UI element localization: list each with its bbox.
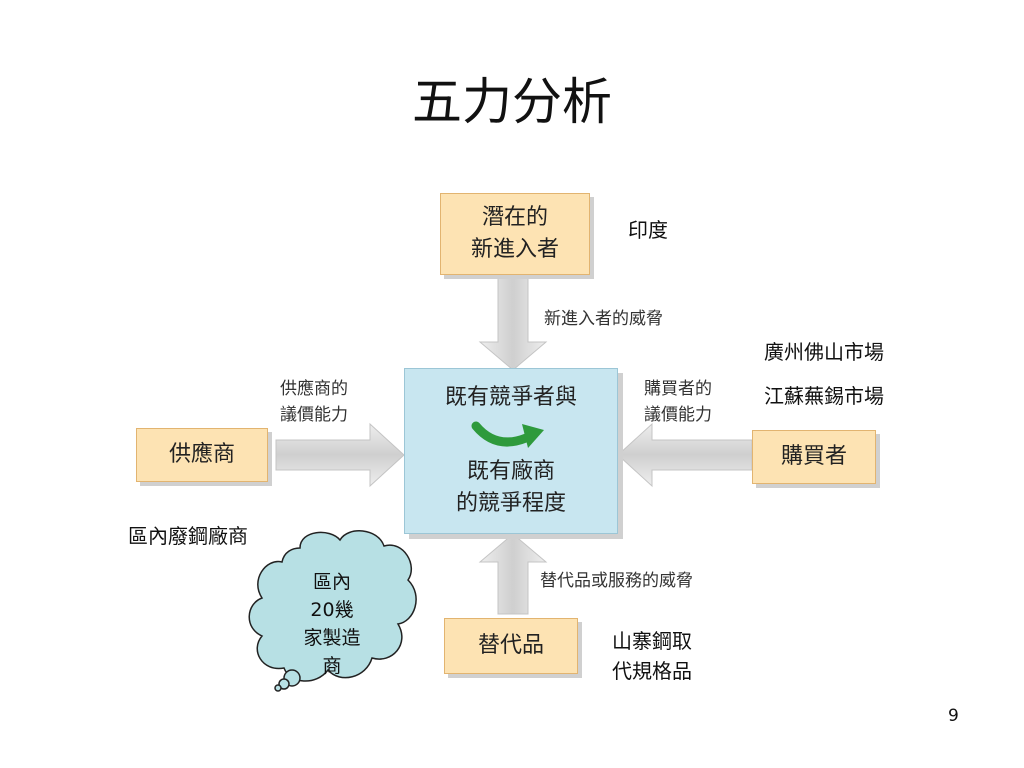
- new-entrants-threat-label: 新進入者的威脅: [544, 309, 663, 329]
- supplier-power-label: 供應商的 議價能力: [280, 376, 348, 428]
- note-jiangsu: 江蘇蕪錫市場: [764, 384, 884, 408]
- new-entrants-line1: 潛在的: [481, 205, 548, 230]
- cloud-text: 區內 20幾 家製造 商: [258, 568, 406, 680]
- note-guangzhou: 廣州佛山市場: [764, 340, 884, 364]
- note-copycat: 山寨鋼取 代規格品: [612, 626, 692, 686]
- rivalry-line1: 既有競爭者與: [444, 385, 577, 410]
- note-copycat-line1: 山寨鋼取: [612, 629, 692, 653]
- suppliers-label: 供應商: [168, 442, 235, 467]
- curved-arrow-icon: [471, 421, 544, 448]
- cloud-line2: 20幾: [310, 599, 354, 621]
- cloud-line1: 區內: [312, 571, 351, 593]
- buyer-power-line2: 議價能力: [644, 405, 712, 425]
- suppliers-box: 供應商: [136, 428, 268, 482]
- substitutes-box: 替代品: [444, 618, 578, 674]
- rivalry-line2: 既有廠商: [466, 459, 555, 484]
- substitute-threat-label: 替代品或服務的威脅: [540, 571, 693, 591]
- rivalry-box: 既有競爭者與 既有廠商 的競爭程度: [404, 368, 618, 534]
- note-scrap: 區內廢鋼廠商: [128, 524, 248, 548]
- substitutes-label: 替代品: [477, 633, 544, 658]
- note-copycat-line2: 代規格品: [612, 659, 692, 683]
- new-entrants-line2: 新進入者: [470, 237, 559, 262]
- note-india: 印度: [628, 218, 668, 242]
- buyers-box: 購買者: [752, 430, 876, 484]
- buyer-power-line1: 購買者的: [644, 379, 712, 399]
- new-entrants-box: 潛在的 新進入者: [440, 193, 590, 275]
- supplier-power-line1: 供應商的: [280, 379, 348, 399]
- page-number: 9: [948, 706, 959, 726]
- slide-title: 五力分析: [412, 73, 612, 131]
- buyer-power-label: 購買者的 議價能力: [644, 376, 712, 428]
- cloud-line4: 商: [322, 655, 342, 677]
- supplier-power-line2: 議價能力: [280, 405, 348, 425]
- rivalry-line3: 的競爭程度: [455, 491, 566, 516]
- cloud-line3: 家製造: [303, 627, 361, 649]
- buyers-label: 購買者: [780, 444, 847, 469]
